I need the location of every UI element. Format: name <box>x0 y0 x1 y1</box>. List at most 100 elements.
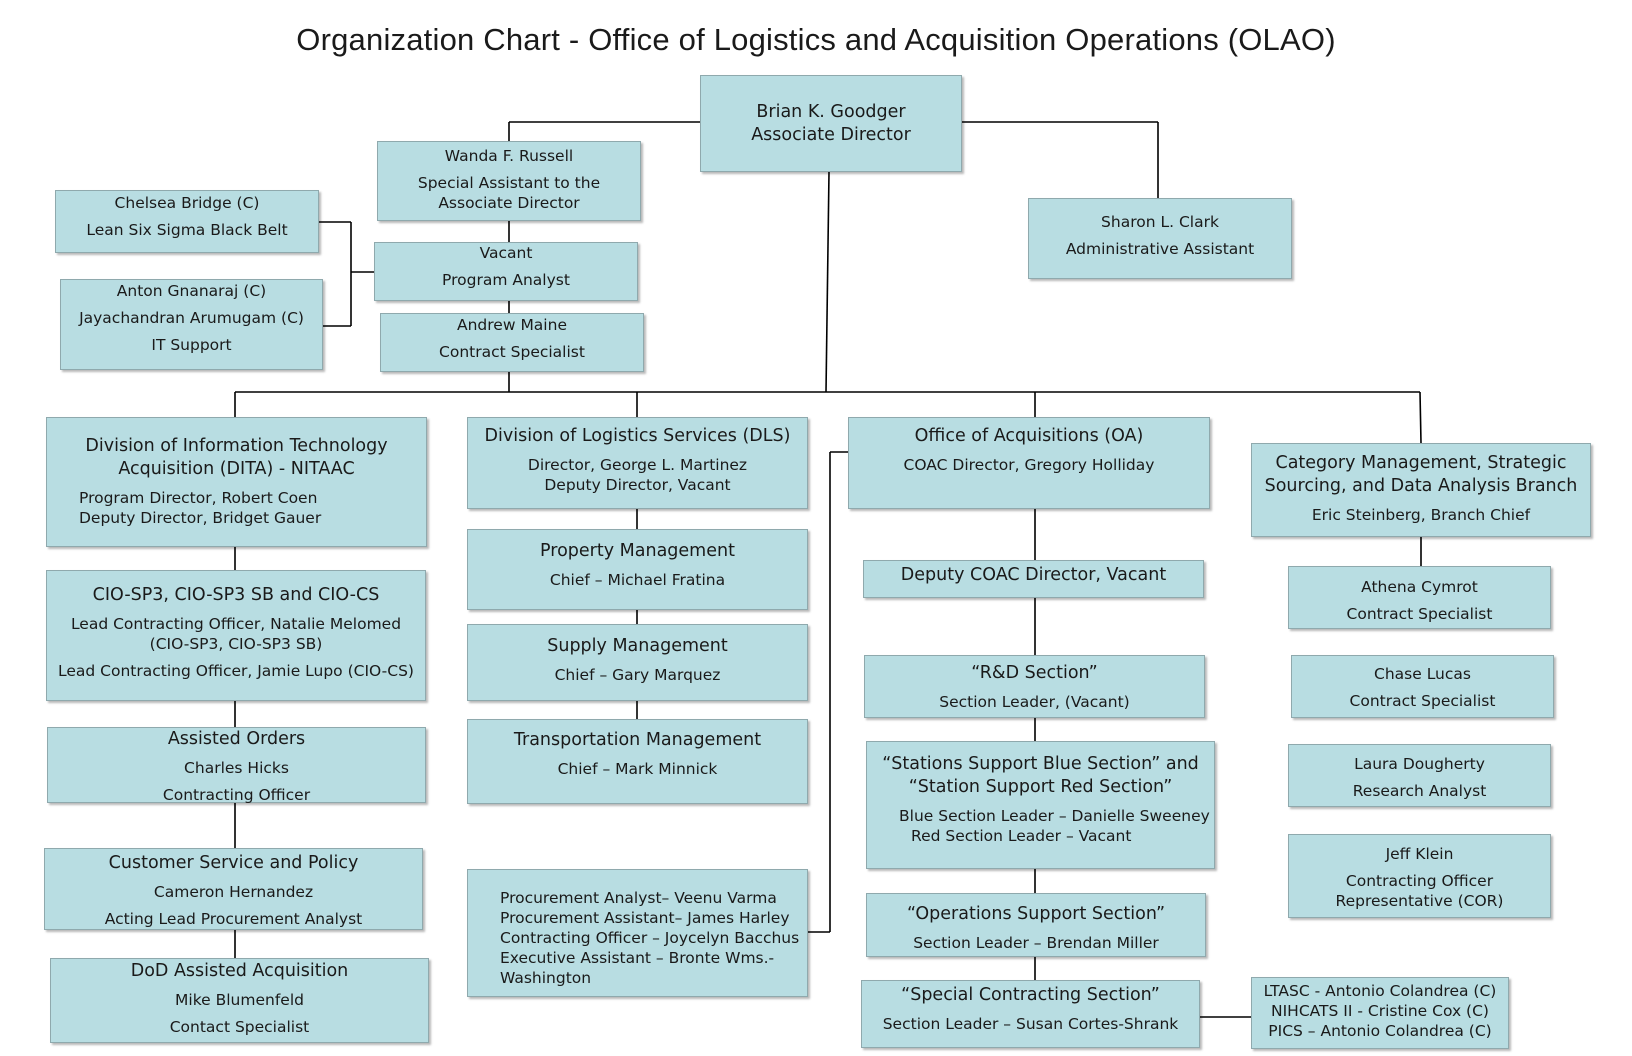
oa-staff-line-1: Procurement Analyst– Veenu Varma <box>500 889 777 907</box>
it-support-name-2: Jayachandran Arumugam (C) <box>79 309 304 327</box>
assisted-orders-box: Assisted Orders Charles Hicks Contractin… <box>47 727 426 804</box>
chart-title: Organization Chart - Office of Logistics… <box>296 22 1336 57</box>
chase-box: Chase Lucas Contract Specialist <box>1291 655 1554 718</box>
rd-title: “R&D Section” <box>971 663 1098 683</box>
director-name: Brian K. Goodger <box>756 102 906 122</box>
dls-box: Division of Logistics Services (DLS) Dir… <box>467 417 808 509</box>
connector <box>825 171 830 393</box>
oa-title: Office of Acquisitions (OA) <box>914 426 1144 446</box>
laura-role: Research Analyst <box>1352 782 1487 800</box>
special-assistant-name: Wanda F. Russell <box>444 147 574 165</box>
chase-name: Chase Lucas <box>1374 665 1471 683</box>
special-title: “Special Contracting Section” <box>901 985 1160 1005</box>
assisted-orders-role: Contracting Officer <box>162 786 311 804</box>
special-leader: Section Leader – Susan Cortes-Shrank <box>882 1015 1179 1033</box>
jeff-role-2: Representative (COR) <box>1335 892 1504 910</box>
chase-role: Contract Specialist <box>1349 692 1496 710</box>
customer-service-name: Cameron Hernandez <box>153 883 314 901</box>
deputy-coac-title: Deputy COAC Director, Vacant <box>900 565 1167 585</box>
oa-staff-line-2: Procurement Assistant– James Harley <box>500 909 790 927</box>
oa-staff-line-5: Washington <box>500 969 592 987</box>
category-title-2: Sourcing, and Data Analysis Branch <box>1264 476 1578 496</box>
operations-support-box: “Operations Support Section” Section Lea… <box>866 893 1206 957</box>
stations-title-2: “Station Support Red Section” <box>908 777 1173 797</box>
rd-section-box: “R&D Section” Section Leader, (Vacant) <box>864 655 1205 718</box>
customer-service-title: Customer Service and Policy <box>108 853 359 873</box>
ltasc-line-2: NIHCATS II - Cristine Cox (C) <box>1271 1002 1489 1020</box>
athena-box: Athena Cymrot Contract Specialist <box>1288 566 1551 629</box>
stations-title-1: “Stations Support Blue Section” and <box>882 754 1199 774</box>
dita-box: Division of Information Technology Acqui… <box>46 417 427 547</box>
cio-line-2: (CIO-SP3, CIO-SP3 SB) <box>149 635 323 653</box>
cio-line-3: Lead Contracting Officer, Jamie Lupo (CI… <box>58 662 414 680</box>
jeff-name: Jeff Klein <box>1385 845 1454 863</box>
director-role: Associate Director <box>751 125 911 145</box>
lean-name: Chelsea Bridge (C) <box>114 194 260 212</box>
assisted-orders-name: Charles Hicks <box>184 759 289 777</box>
cio-title: CIO-SP3, CIO-SP3 SB and CIO-CS <box>92 585 380 605</box>
lean-role: Lean Six Sigma Black Belt <box>86 221 288 239</box>
it-support-role: IT Support <box>151 336 232 354</box>
customer-service-box: Customer Service and Policy Cameron Hern… <box>44 848 423 930</box>
ltasc-line-3: PICS – Antonio Colandrea (C) <box>1268 1022 1492 1040</box>
oa-staff-box: Procurement Analyst– Veenu Varma Procure… <box>467 869 808 997</box>
deputy-coac-box: Deputy COAC Director, Vacant <box>863 560 1204 598</box>
property-title: Property Management <box>540 541 735 561</box>
it-support-box: Anton Gnanaraj (C) Jayachandran Arumugam… <box>60 279 323 370</box>
oa-staff-line-4: Executive Assistant – Bronte Wms.- <box>500 949 775 967</box>
special-contracting-box: “Special Contracting Section” Section Le… <box>861 980 1200 1048</box>
athena-role: Contract Specialist <box>1346 605 1493 623</box>
cio-box: CIO-SP3, CIO-SP3 SB and CIO-CS Lead Cont… <box>46 570 426 701</box>
transport-title: Transportation Management <box>513 730 762 750</box>
operations-title: “Operations Support Section” <box>906 904 1166 924</box>
program-analyst-role: Program Analyst <box>442 271 570 289</box>
lean-six-sigma-box: Chelsea Bridge (C) Lean Six Sigma Black … <box>55 190 319 253</box>
admin-assistant-role: Administrative Assistant <box>1065 240 1255 258</box>
laura-name: Laura Dougherty <box>1354 755 1485 773</box>
dita-line-1: Program Director, Robert Coen <box>79 489 318 507</box>
stations-support-box: “Stations Support Blue Section” and “Sta… <box>866 741 1215 869</box>
assisted-orders-title: Assisted Orders <box>167 729 306 749</box>
admin-assistant-name: Sharon L. Clark <box>1101 213 1219 231</box>
director-box: Brian K. Goodger Associate Director <box>700 75 962 172</box>
supply-chief: Chief – Gary Marquez <box>554 666 721 684</box>
rd-leader: Section Leader, (Vacant) <box>939 693 1130 711</box>
category-title-1: Category Management, Strategic <box>1275 453 1567 473</box>
oa-box: Office of Acquisitions (OA) COAC Directo… <box>848 417 1210 509</box>
dod-name: Mike Blumenfeld <box>175 991 304 1009</box>
transport-chief: Chief – Mark Minnick <box>557 760 718 778</box>
property-chief: Chief – Michael Fratina <box>549 571 726 589</box>
program-analyst-box: Vacant Program Analyst <box>374 242 638 301</box>
category-management-box: Category Management, Strategic Sourcing,… <box>1251 443 1591 537</box>
special-assistant-role-2: Associate Director <box>438 194 580 212</box>
cio-line-1: Lead Contracting Officer, Natalie Melome… <box>70 615 402 633</box>
transportation-management-box: Transportation Management Chief – Mark M… <box>467 719 808 804</box>
special-assistant-role-1: Special Assistant to the <box>417 174 601 192</box>
customer-service-role: Acting Lead Procurement Analyst <box>104 910 363 928</box>
connector <box>1419 391 1422 444</box>
contract-specialist-top-role: Contract Specialist <box>439 343 585 361</box>
program-analyst-name: Vacant <box>479 244 533 262</box>
athena-name: Athena Cymrot <box>1361 578 1478 596</box>
ltasc-box: LTASC - Antonio Colandrea (C) NIHCATS II… <box>1251 977 1509 1049</box>
dls-line-1: Director, George L. Martinez <box>527 456 748 474</box>
ltasc-line-1: LTASC - Antonio Colandrea (C) <box>1263 982 1497 1000</box>
dod-title: DoD Assisted Acquisition <box>130 961 349 981</box>
property-management-box: Property Management Chief – Michael Frat… <box>467 529 808 610</box>
supply-management-box: Supply Management Chief – Gary Marquez <box>467 624 808 701</box>
contract-specialist-top-name: Andrew Maine <box>457 316 567 334</box>
dita-line-2: Deputy Director, Bridget Gauer <box>79 509 322 527</box>
dls-line-2: Deputy Director, Vacant <box>544 476 731 494</box>
stations-line-1: Blue Section Leader – Danielle Sweeney <box>899 807 1210 825</box>
contract-specialist-top-box: Andrew Maine Contract Specialist <box>380 313 644 372</box>
dls-title: Division of Logistics Services (DLS) <box>484 426 791 446</box>
dita-title-1: Division of Information Technology <box>85 436 388 456</box>
oa-staff-line-3: Contracting Officer – Joycelyn Bacchus <box>500 929 800 947</box>
oa-line-1: COAC Director, Gregory Holliday <box>903 456 1155 474</box>
supply-title: Supply Management <box>547 636 728 656</box>
dita-title-2: Acquisition (DITA) - NITAAC <box>118 459 355 479</box>
it-support-name-1: Anton Gnanaraj (C) <box>116 282 267 300</box>
dod-role: Contact Specialist <box>169 1018 310 1036</box>
jeff-box: Jeff Klein Contracting Officer Represent… <box>1288 834 1551 918</box>
